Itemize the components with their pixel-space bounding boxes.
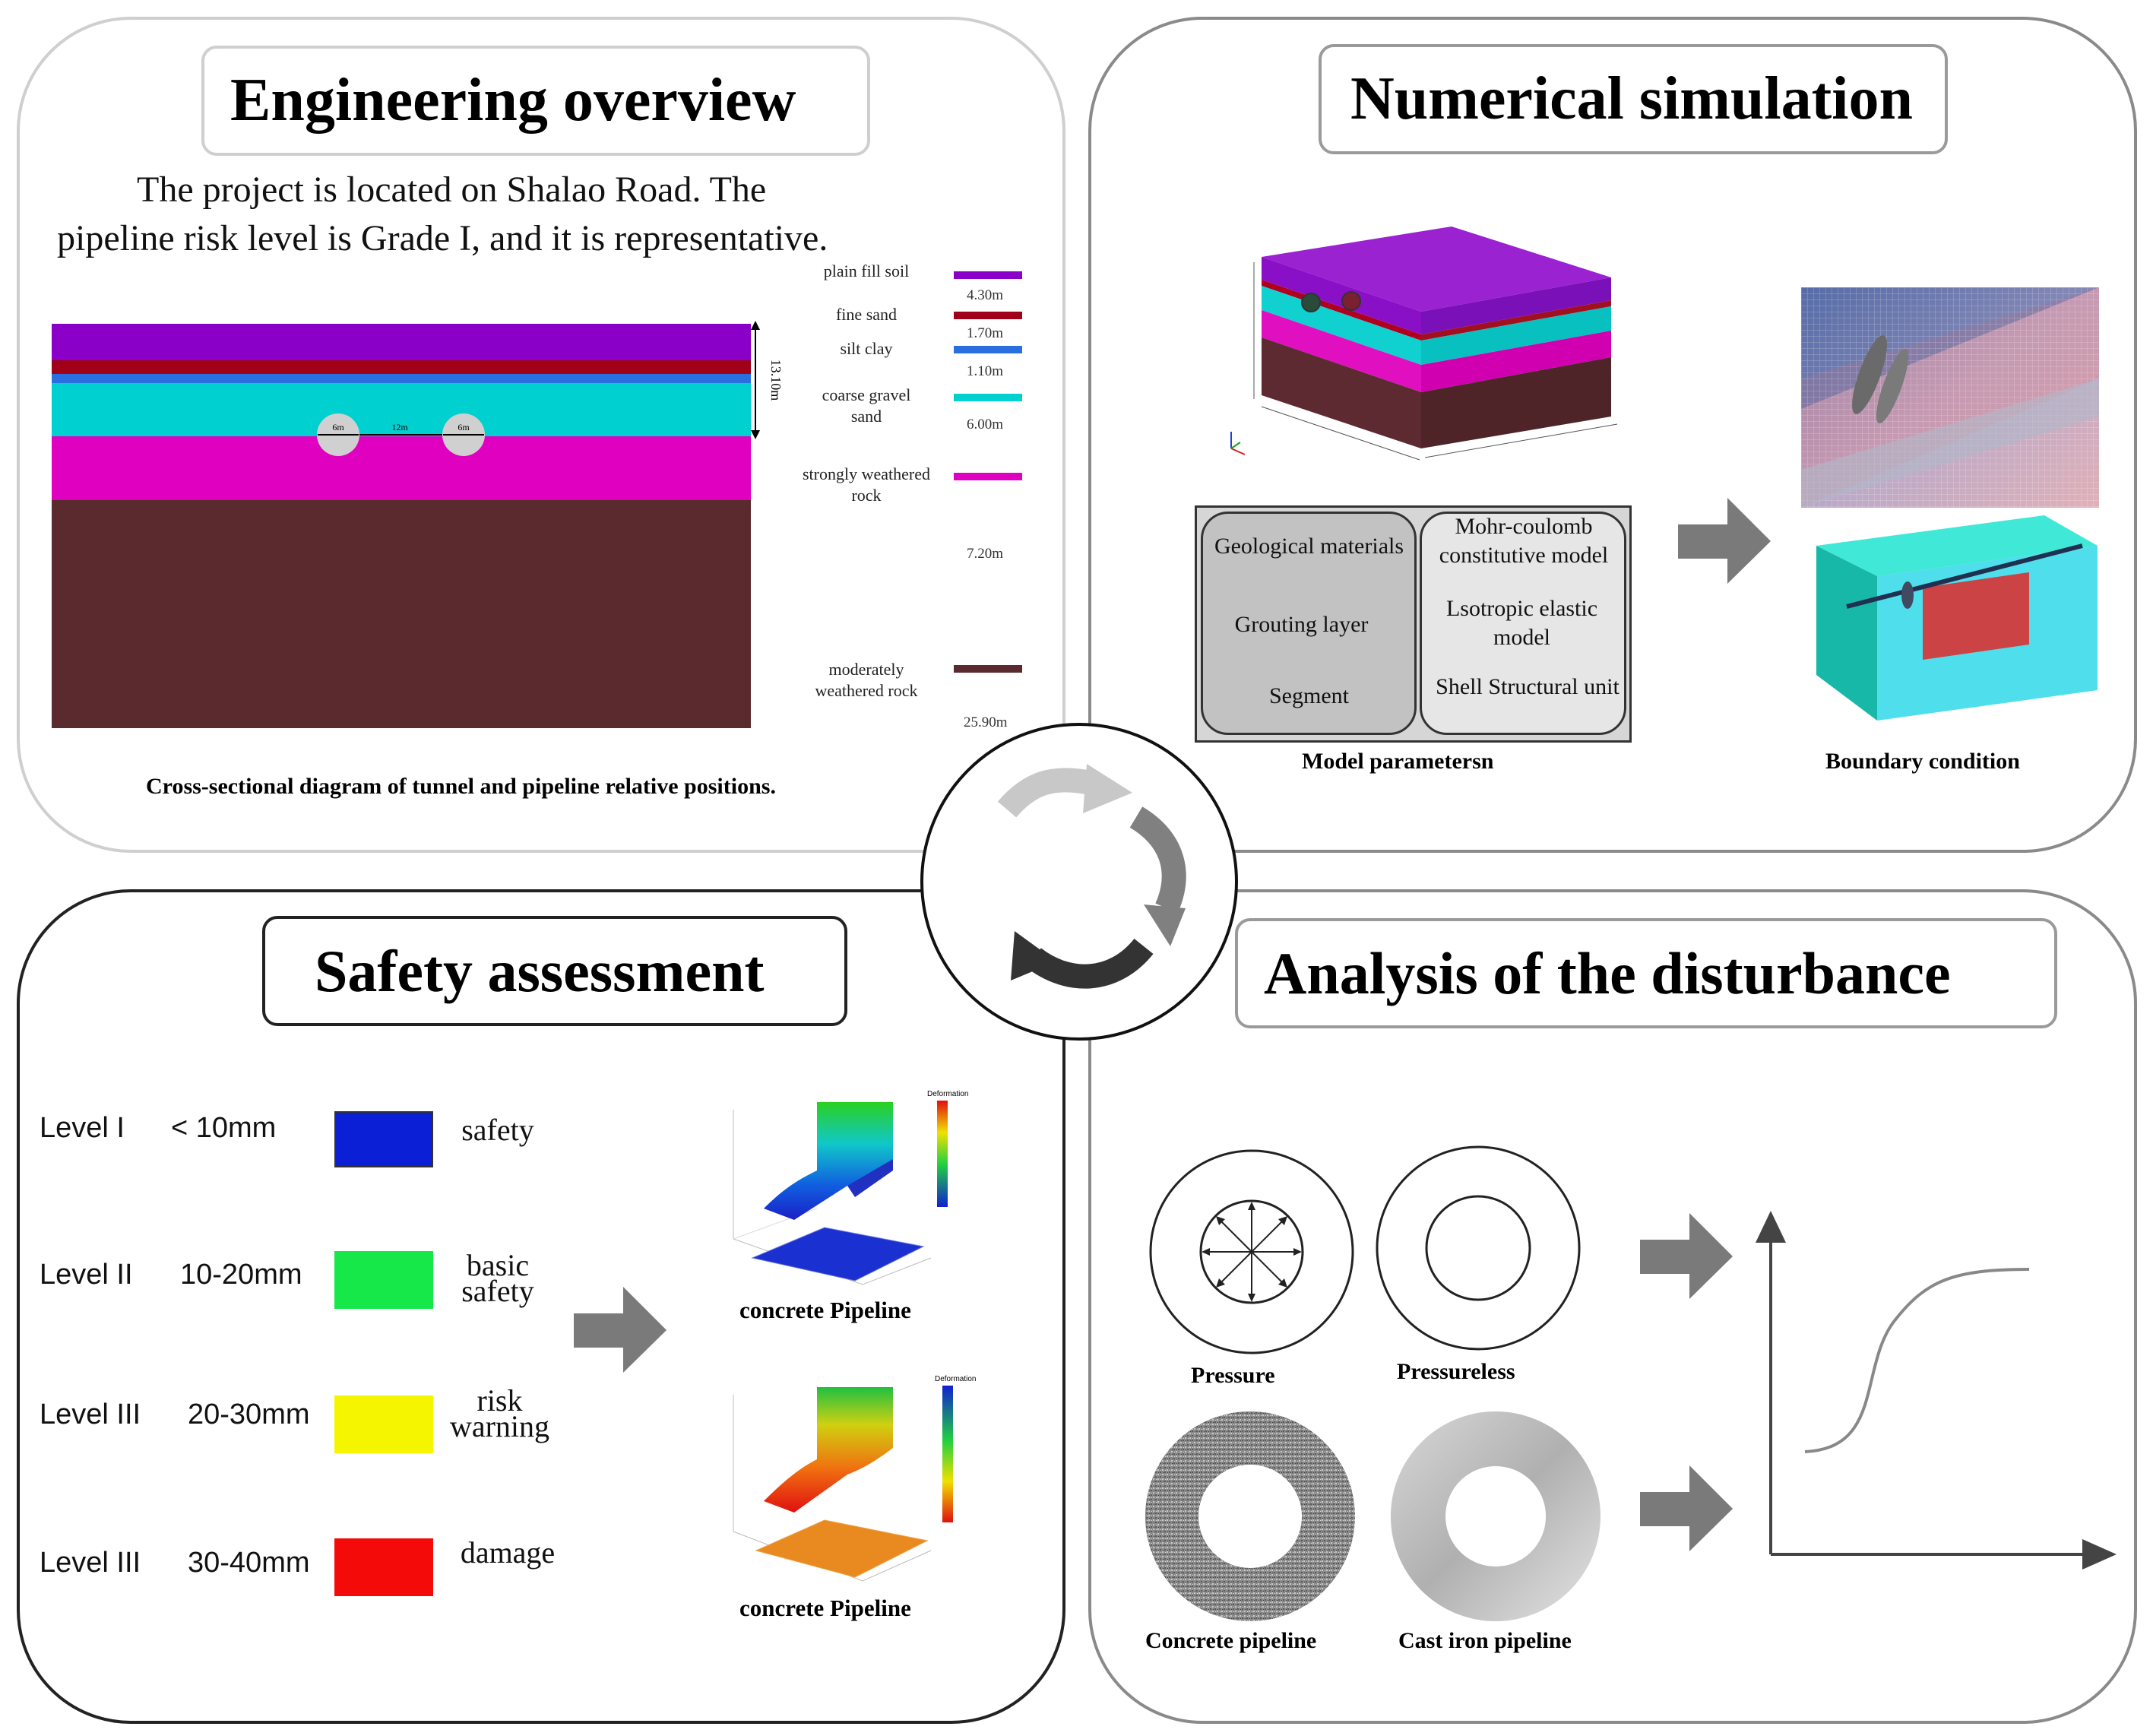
safety-assessment-title: Safety assessment [262,916,847,1026]
level-2-name: Level II [40,1259,133,1291]
material-grouting-layer: Grouting layer [1234,612,1369,637]
legend-label-silt-clay: silt clay [840,339,893,358]
models-box [1420,512,1626,735]
deformation-plot-2: Deformation [733,1375,976,1582]
safety-assessment-panel [17,889,1065,1724]
model-mohr-coulomb: Mohr-coulomb constitutive model [1439,514,1609,568]
material-geological: Geological materials [1214,534,1404,559]
3d-model-block [1230,227,1618,461]
plot-1-legend-title: Deformation [927,1090,968,1098]
legend-swatch-strongly-weathered-rock [954,473,1022,480]
pressure-label: Pressure [1191,1363,1275,1388]
cross-section-diagram: 6m 6m 12m 13.10m [52,321,784,728]
legend-swatch-coarse-gravel-sand [954,394,1022,401]
legend-depth-silt-clay: 1.10m [967,363,1004,379]
legend-label-coarse-gravel-sand: coarse gravel sand [822,385,911,426]
engineering-overview-title: Engineering overview [201,46,870,156]
level-3-name: Level III [40,1399,141,1430]
pressureless-ring [1376,1145,1581,1351]
cast-iron-pipeline-label: Cast iron pipeline [1398,1628,1572,1653]
level-4-swatch [334,1538,433,1596]
engineering-description: The project is located on Shalao Road. T… [57,169,828,258]
legend-depth-moderately-weathered-rock: 25.90m [964,714,1008,730]
level-4-name: Level III [40,1547,141,1579]
disturbance-title: Analysis of the disturbance [1235,918,2057,1028]
plot-2-caption: concrete Pipeline [739,1595,911,1621]
pressure-ring [1149,1149,1354,1354]
level-3-range: 20-30mm [188,1399,310,1430]
arrow-right-icon [574,1287,666,1373]
stratum-fine-sand [52,360,751,374]
level-1-name: Level I [40,1112,125,1144]
tunnel-diameter-right: 6m [458,422,470,432]
stratum-moderately-weathered-rock [52,500,751,728]
tunnel-spacing: 12m [391,422,408,432]
level-1-swatch [334,1111,433,1167]
total-depth-label: 13.10m [768,360,784,401]
material-segment: Segment [1269,683,1349,708]
legend-depth-coarse-gravel-sand: 6.00m [967,417,1004,432]
stratum-plain-fill-soil [52,324,751,360]
stratum-strongly-weathered-rock [52,436,751,500]
level-3-label: risk warning [449,1383,550,1443]
stratum-silt-clay [52,374,751,383]
workflow-cycle [920,723,1238,1041]
boundary-condition-caption: Boundary condition [1825,749,2020,774]
plot-1-caption: concrete Pipeline [739,1297,911,1323]
numerical-simulation-title: Numerical simulation [1319,44,1948,154]
concrete-pipeline-label: Concrete pipeline [1145,1628,1317,1653]
legend-label-plain-fill-soil: plain fill soil [823,261,910,280]
legend-depth-fine-sand: 1.70m [967,325,1004,341]
level-2-range: 10-20mm [180,1259,302,1291]
level-2-swatch [334,1251,433,1309]
legend-label-fine-sand: fine sand [835,305,898,324]
level-4-label: damage [460,1535,556,1570]
tunnel-diameter-left: 6m [332,422,344,432]
pressureless-label: Pressureless [1397,1359,1515,1384]
level-3-swatch [334,1395,433,1453]
cross-section-caption: Cross-sectional diagram of tunnel and pi… [146,774,776,799]
plot-2-legend-title: Deformation [935,1375,976,1383]
arrow-right-icon [1640,1465,1733,1551]
level-4-range: 30-40mm [188,1547,310,1579]
materials-box [1201,512,1417,735]
legend-swatch-silt-clay [954,346,1022,353]
level-1-range: < 10mm [171,1112,277,1144]
model-isotropic-elastic: Lsotropic elastic model [1445,596,1598,650]
arrow-right-icon [1640,1213,1733,1299]
legend-depth-plain-fill-soil: 4.30m [967,287,1004,303]
cast-iron-pipeline-ring [1390,1411,1601,1621]
boundary-mesh-image [1801,287,2099,508]
legend-swatch-moderately-weathered-rock [954,665,1022,673]
legend-swatch-plain-fill-soil [954,271,1022,279]
disturbance-curve-plot [1756,1211,2117,1570]
level-2-label: basic safety [461,1248,534,1308]
model-parameters-caption: Model parametersn [1302,749,1494,774]
concrete-pipeline-ring [1145,1411,1355,1621]
level-1-label: safety [461,1113,534,1147]
legend-swatch-fine-sand [954,312,1022,319]
stratum-coarse-gravel-sand [52,383,751,436]
arrow-right-icon [1678,498,1771,584]
legend-label-strongly-weathered-rock: strongly weathered rock [803,464,930,505]
legend-label-moderately-weathered-rock: moderately weathered rock [815,660,918,700]
deformation-plot-1: Deformation [733,1090,968,1285]
legend-depth-strongly-weathered-rock: 7.20m [967,546,1004,562]
model-shell-structural: Shell Structural unit [1436,674,1619,699]
boundary-box-image [1816,515,2098,721]
